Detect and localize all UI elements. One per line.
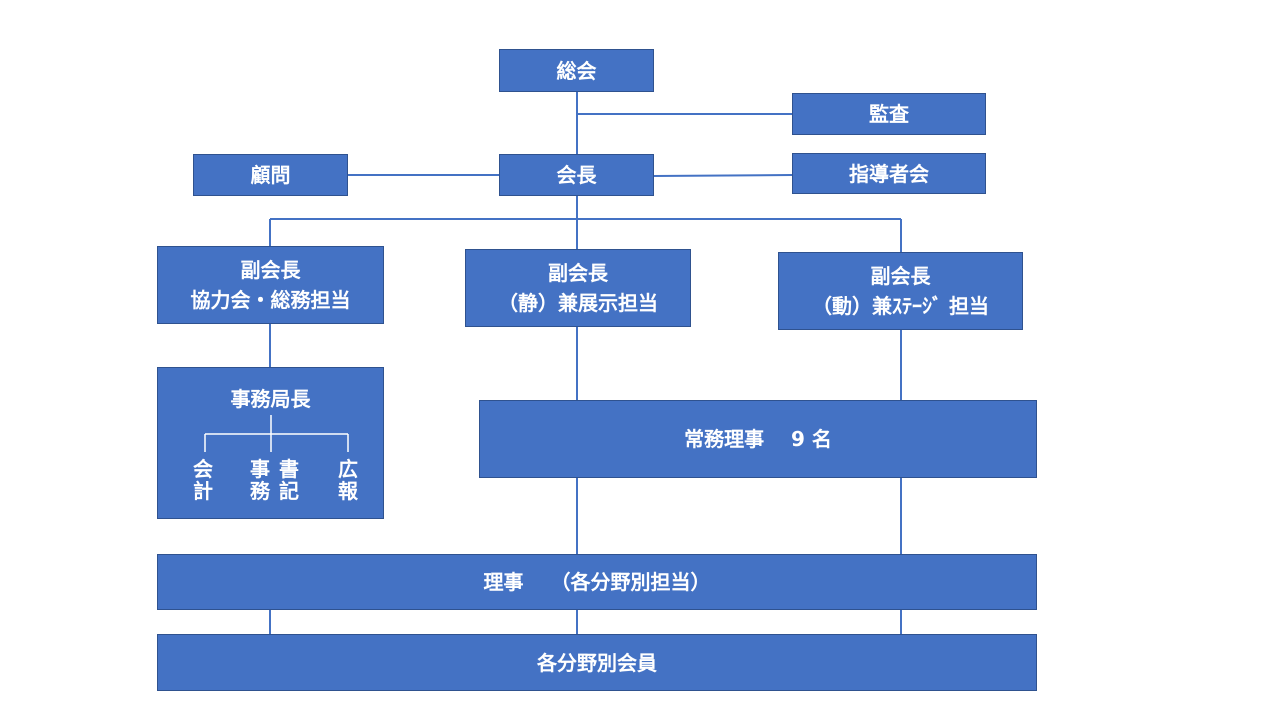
secretariat-box: 事務局長 会 計 事 務 書 記 広 報: [157, 367, 384, 519]
auditor-box: 監査: [792, 93, 986, 135]
leaders-council-label: 指導者会: [849, 161, 929, 186]
vp2-role: （静）兼展示担当: [498, 291, 658, 315]
executive-directors-box: 常務理事 9 名: [479, 400, 1037, 478]
vp1-title: 副会長: [240, 258, 301, 282]
secretariat-unit-clerk: 書 記: [279, 457, 299, 503]
secretariat-branch-lines: [204, 415, 349, 452]
secretariat-unit-administration: 事 務: [250, 457, 270, 503]
members-box: 各分野別会員: [157, 634, 1037, 691]
vice-president-stage-box: 副会長 （動）兼ｽﾃｰｼﾞ 担当: [778, 252, 1023, 330]
vice-president-general-affairs-box: 副会長 協力会・総務担当: [157, 246, 384, 324]
executive-directors-label: 常務理事 9 名: [684, 427, 832, 451]
general-assembly-box: 総会: [499, 49, 654, 92]
members-label: 各分野別会員: [537, 650, 657, 675]
directors-label: 理事 （各分野別担当）: [483, 570, 711, 594]
president-box: 会長: [499, 154, 654, 196]
vice-president-exhibition-box: 副会長 （静）兼展示担当: [465, 249, 691, 327]
advisor-box: 顧問: [193, 154, 348, 196]
leaders-council-box: 指導者会: [792, 153, 986, 194]
vp2-title: 副会長: [548, 261, 608, 285]
vp3-role: （動）兼ｽﾃｰｼﾞ 担当: [812, 294, 989, 318]
vp3-title: 副会長: [870, 264, 931, 288]
general-assembly-label: 総会: [556, 58, 597, 83]
secretariat-unit-public-relations: 広 報: [338, 457, 358, 503]
auditor-label: 監査: [869, 102, 909, 126]
secretariat-title: 事務局長: [230, 387, 311, 411]
directors-box: 理事 （各分野別担当）: [157, 554, 1037, 610]
secretariat-unit-accounting: 会 計: [193, 457, 213, 503]
advisor-label: 顧問: [250, 163, 291, 187]
president-label: 会長: [556, 163, 597, 187]
vp1-role: 協力会・総務担当: [190, 288, 351, 312]
